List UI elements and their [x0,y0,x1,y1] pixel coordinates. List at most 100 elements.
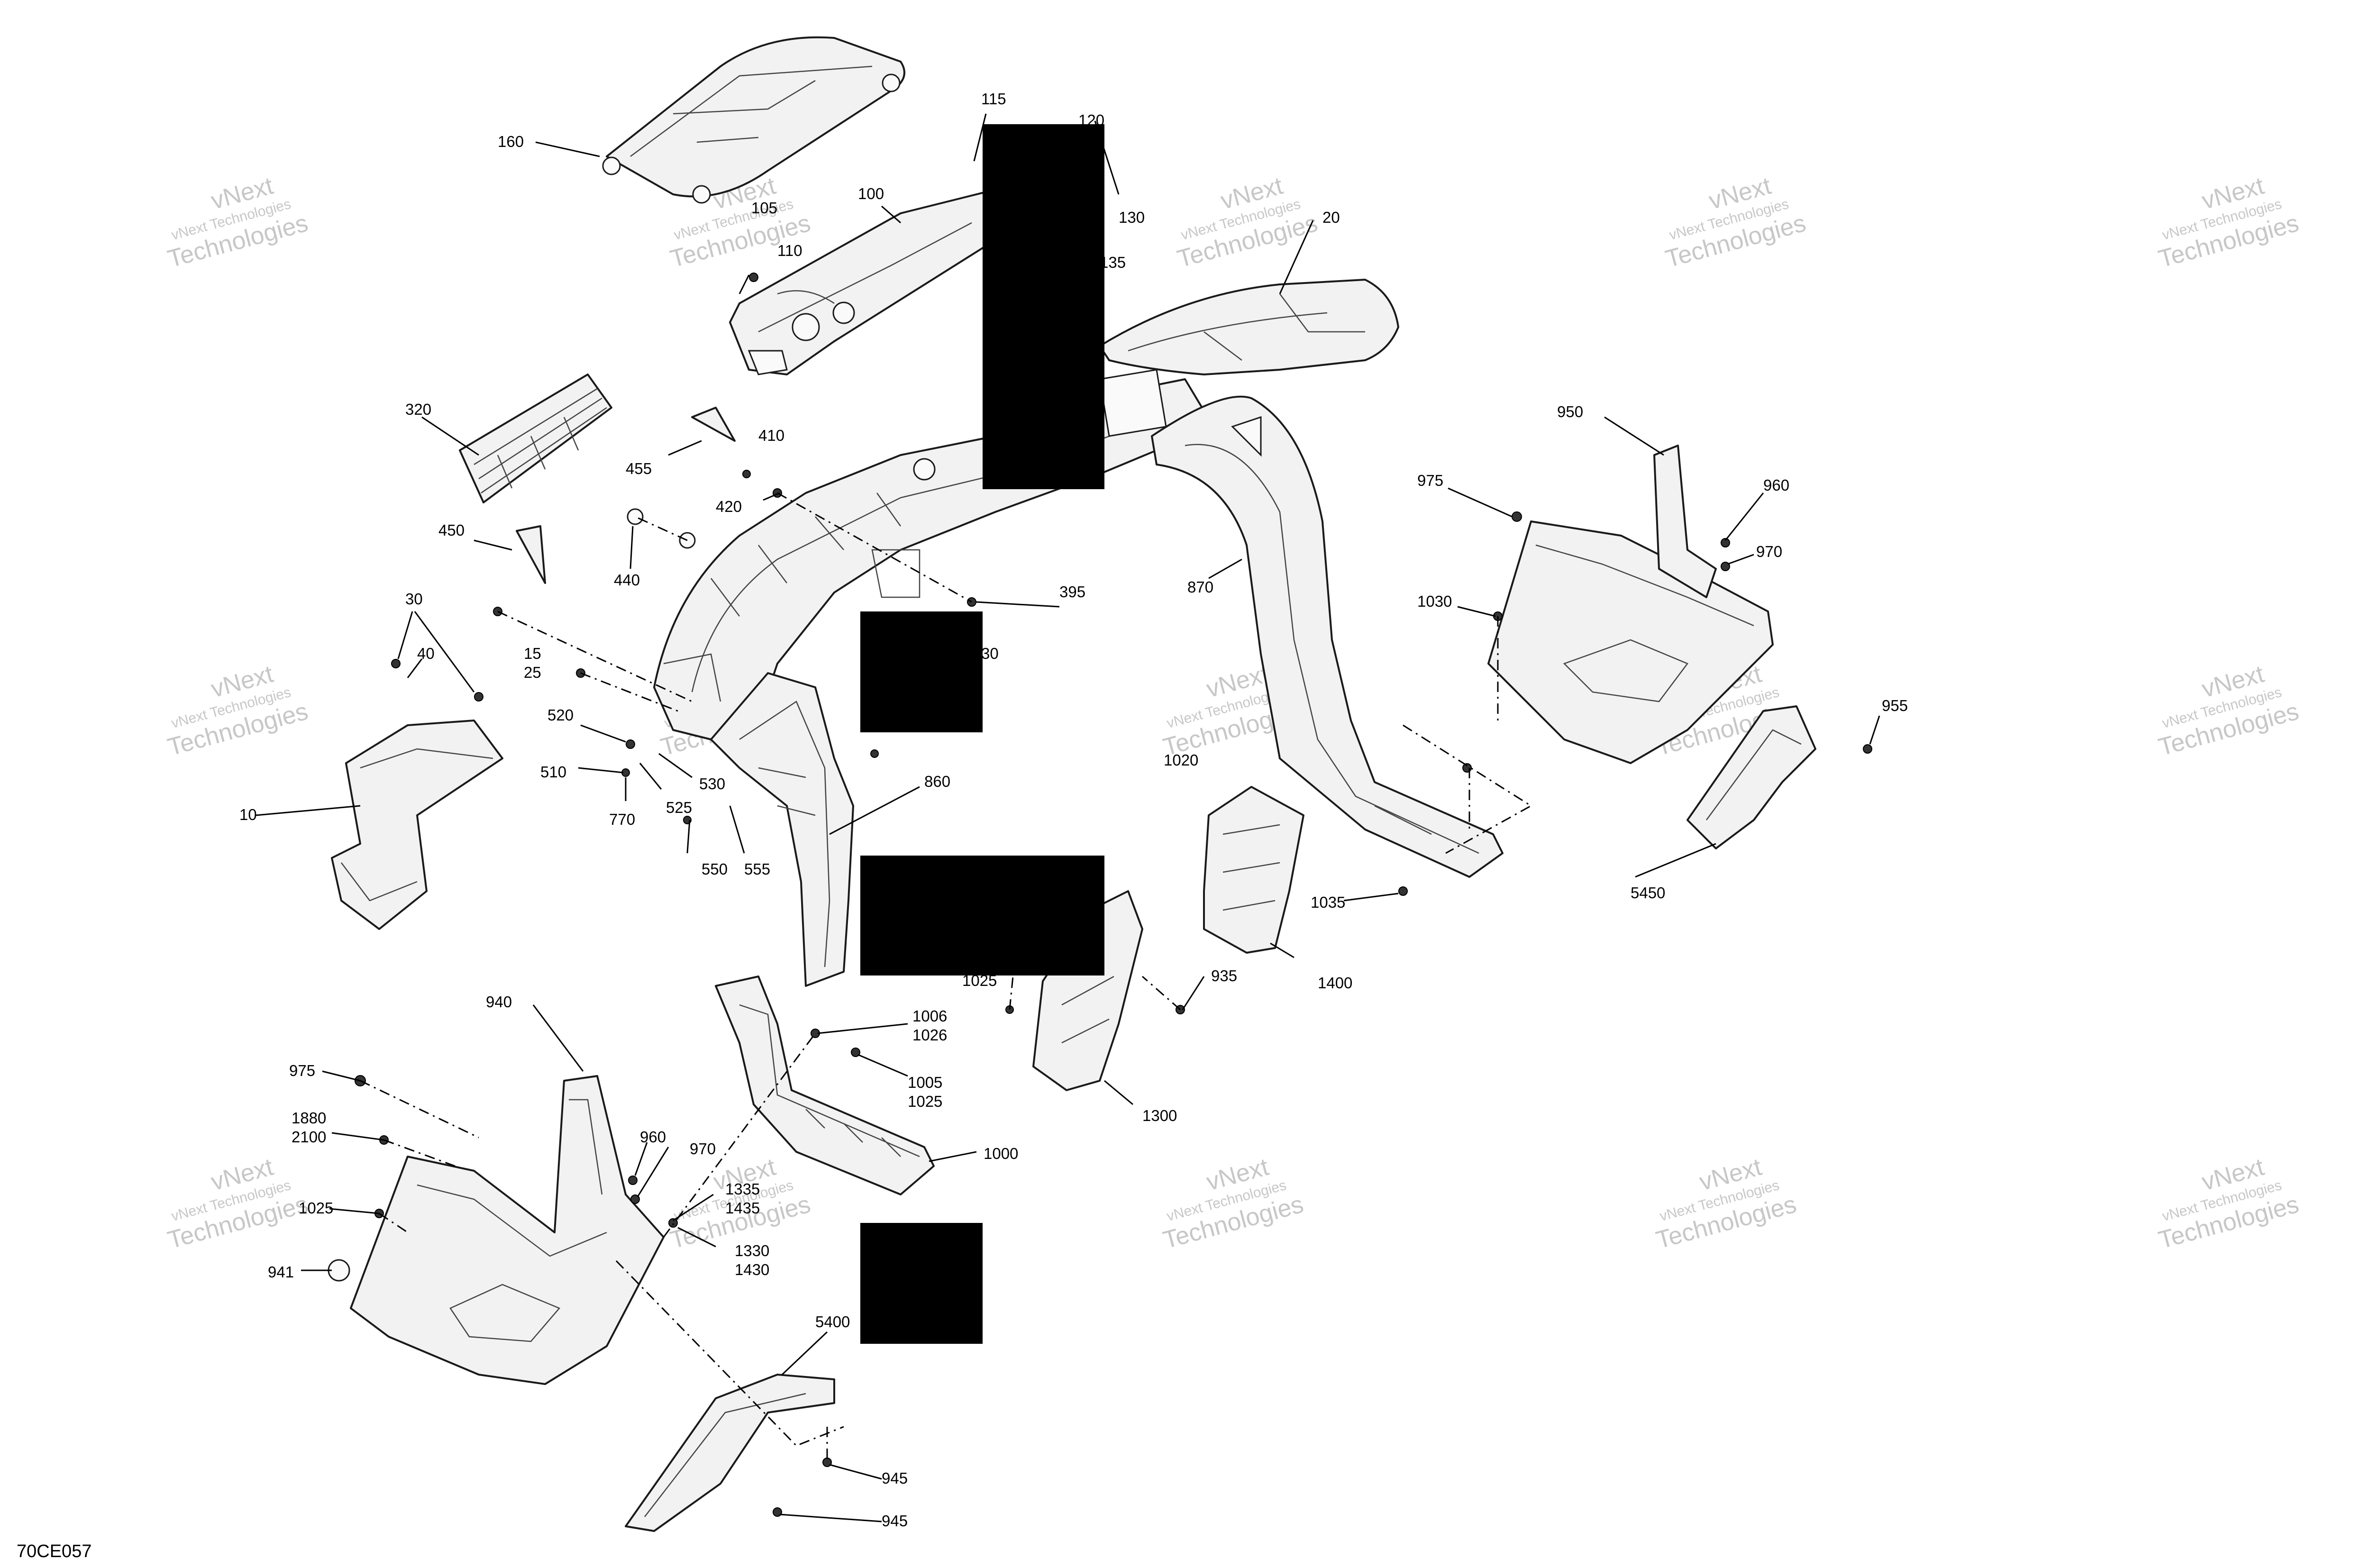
callout-510: 510 [540,763,566,781]
fastener-icon [630,1194,640,1204]
callout-2100: 2100 [292,1128,326,1146]
callout-100: 100 [858,185,884,202]
callout-30-b: 30 [981,645,999,662]
callout-110: 110 [777,242,802,259]
callout-1006: 1006 [912,1007,947,1025]
callout-1025-b: 1025 [908,1093,942,1110]
callout-1335: 1335 [725,1180,760,1198]
figure-reference: 70CE057 [17,1541,91,1561]
part-450-triangle-trim [516,525,546,584]
callout-5450: 5450 [1631,884,1665,902]
callout-455: 455 [626,460,652,477]
callout-955: 955 [1882,697,1908,714]
fastener-icon [474,692,483,702]
fastener-icon [1721,562,1730,571]
callout-1030: 1030 [1417,593,1452,610]
callout-1880: 1880 [292,1109,326,1127]
callout-555: 555 [744,860,770,878]
fastener-icon [851,1048,860,1057]
fastener-icon [626,739,635,749]
callout-525: 525 [666,799,692,816]
fastener-icon [391,659,401,668]
callout-1330: 1330 [735,1242,769,1259]
redaction-blocks [860,124,1104,1344]
redaction-block [860,1223,983,1344]
callout-115: 115 [981,90,1006,108]
callout-770: 770 [609,811,635,828]
part-320-grille [459,374,612,503]
callout-1005: 1005 [908,1074,942,1091]
callout-935: 935 [1211,967,1237,985]
fastener-icon [773,1507,782,1517]
callout-395: 395 [1059,583,1085,601]
callout-950: 950 [1557,403,1583,420]
part-870-fender-arch [1151,395,1504,878]
fastener-icon [668,1218,678,1228]
callout-945: 945 [882,1469,908,1487]
callout-160: 160 [498,133,524,150]
callout-5400: 5400 [815,1313,850,1331]
callout-530: 530 [699,775,725,793]
callout-970-b: 970 [690,1140,716,1158]
callout-1400: 1400 [1318,974,1352,992]
part-10-side-shield [331,720,503,930]
parts-group [328,36,1872,1532]
part-1000-rocker [715,975,935,1195]
callout-550: 550 [702,860,728,878]
callout-945-b: 945 [882,1512,908,1530]
fastener-icon [1863,744,1872,754]
fastener-icon [870,749,879,758]
assembly-lines [360,492,1532,1462]
callout-520: 520 [547,706,574,724]
fastener-icon [742,470,751,478]
callout-1300: 1300 [1142,1107,1177,1124]
callout-130: 130 [1119,209,1145,226]
washer-icon [627,508,644,525]
callout-1026: 1026 [912,1026,947,1044]
callout-975-b: 975 [289,1062,315,1079]
redaction-block [860,611,983,732]
callout-870: 870 [1187,578,1213,596]
callout-30: 30 [405,590,423,608]
fastener-icon [1721,538,1730,547]
callout-105: 105 [751,199,777,217]
part-950-floor-pan [1487,445,1774,764]
callout-410: 410 [758,427,784,444]
callout-960: 960 [1763,476,1789,494]
part-160-roof-cover [602,36,905,204]
callout-975: 975 [1417,472,1443,489]
callout-1435: 1435 [725,1199,760,1217]
leader-lines [255,113,1880,1522]
callout-40: 40 [417,645,435,662]
callout-25: 25 [524,664,541,681]
callout-320: 320 [405,401,431,418]
part-940-floor-pan [350,1075,665,1385]
part-20-hood [1099,279,1399,375]
callout-10: 10 [239,806,257,823]
callout-1000: 1000 [984,1145,1018,1162]
fastener-icon [628,1176,638,1185]
fastener-icon [1512,511,1522,522]
fastener-icon [749,273,758,282]
callout-940: 940 [486,993,512,1011]
callout-970: 970 [1756,543,1782,560]
callout-960-b: 960 [640,1128,666,1146]
callout-1430: 1430 [735,1261,769,1278]
callout-860: 860 [924,773,950,790]
part-455-triangle-trim [691,407,736,442]
part-860-left-pillar [710,672,854,987]
redaction-block [860,856,1104,975]
callout-420: 420 [716,498,742,515]
callout-1020: 1020 [1164,751,1198,769]
callout-450: 450 [438,521,465,539]
part-1400-side-panel [1203,786,1304,954]
callout-15: 15 [524,645,541,662]
callout-941: 941 [268,1263,294,1281]
callout-20: 20 [1322,209,1340,226]
redaction-block [983,124,1104,489]
part-5450-lower-bracket [1686,705,1816,849]
callout-1025-c: 1025 [299,1199,333,1217]
callout-440: 440 [614,571,640,589]
fastener-icon [1398,886,1408,896]
